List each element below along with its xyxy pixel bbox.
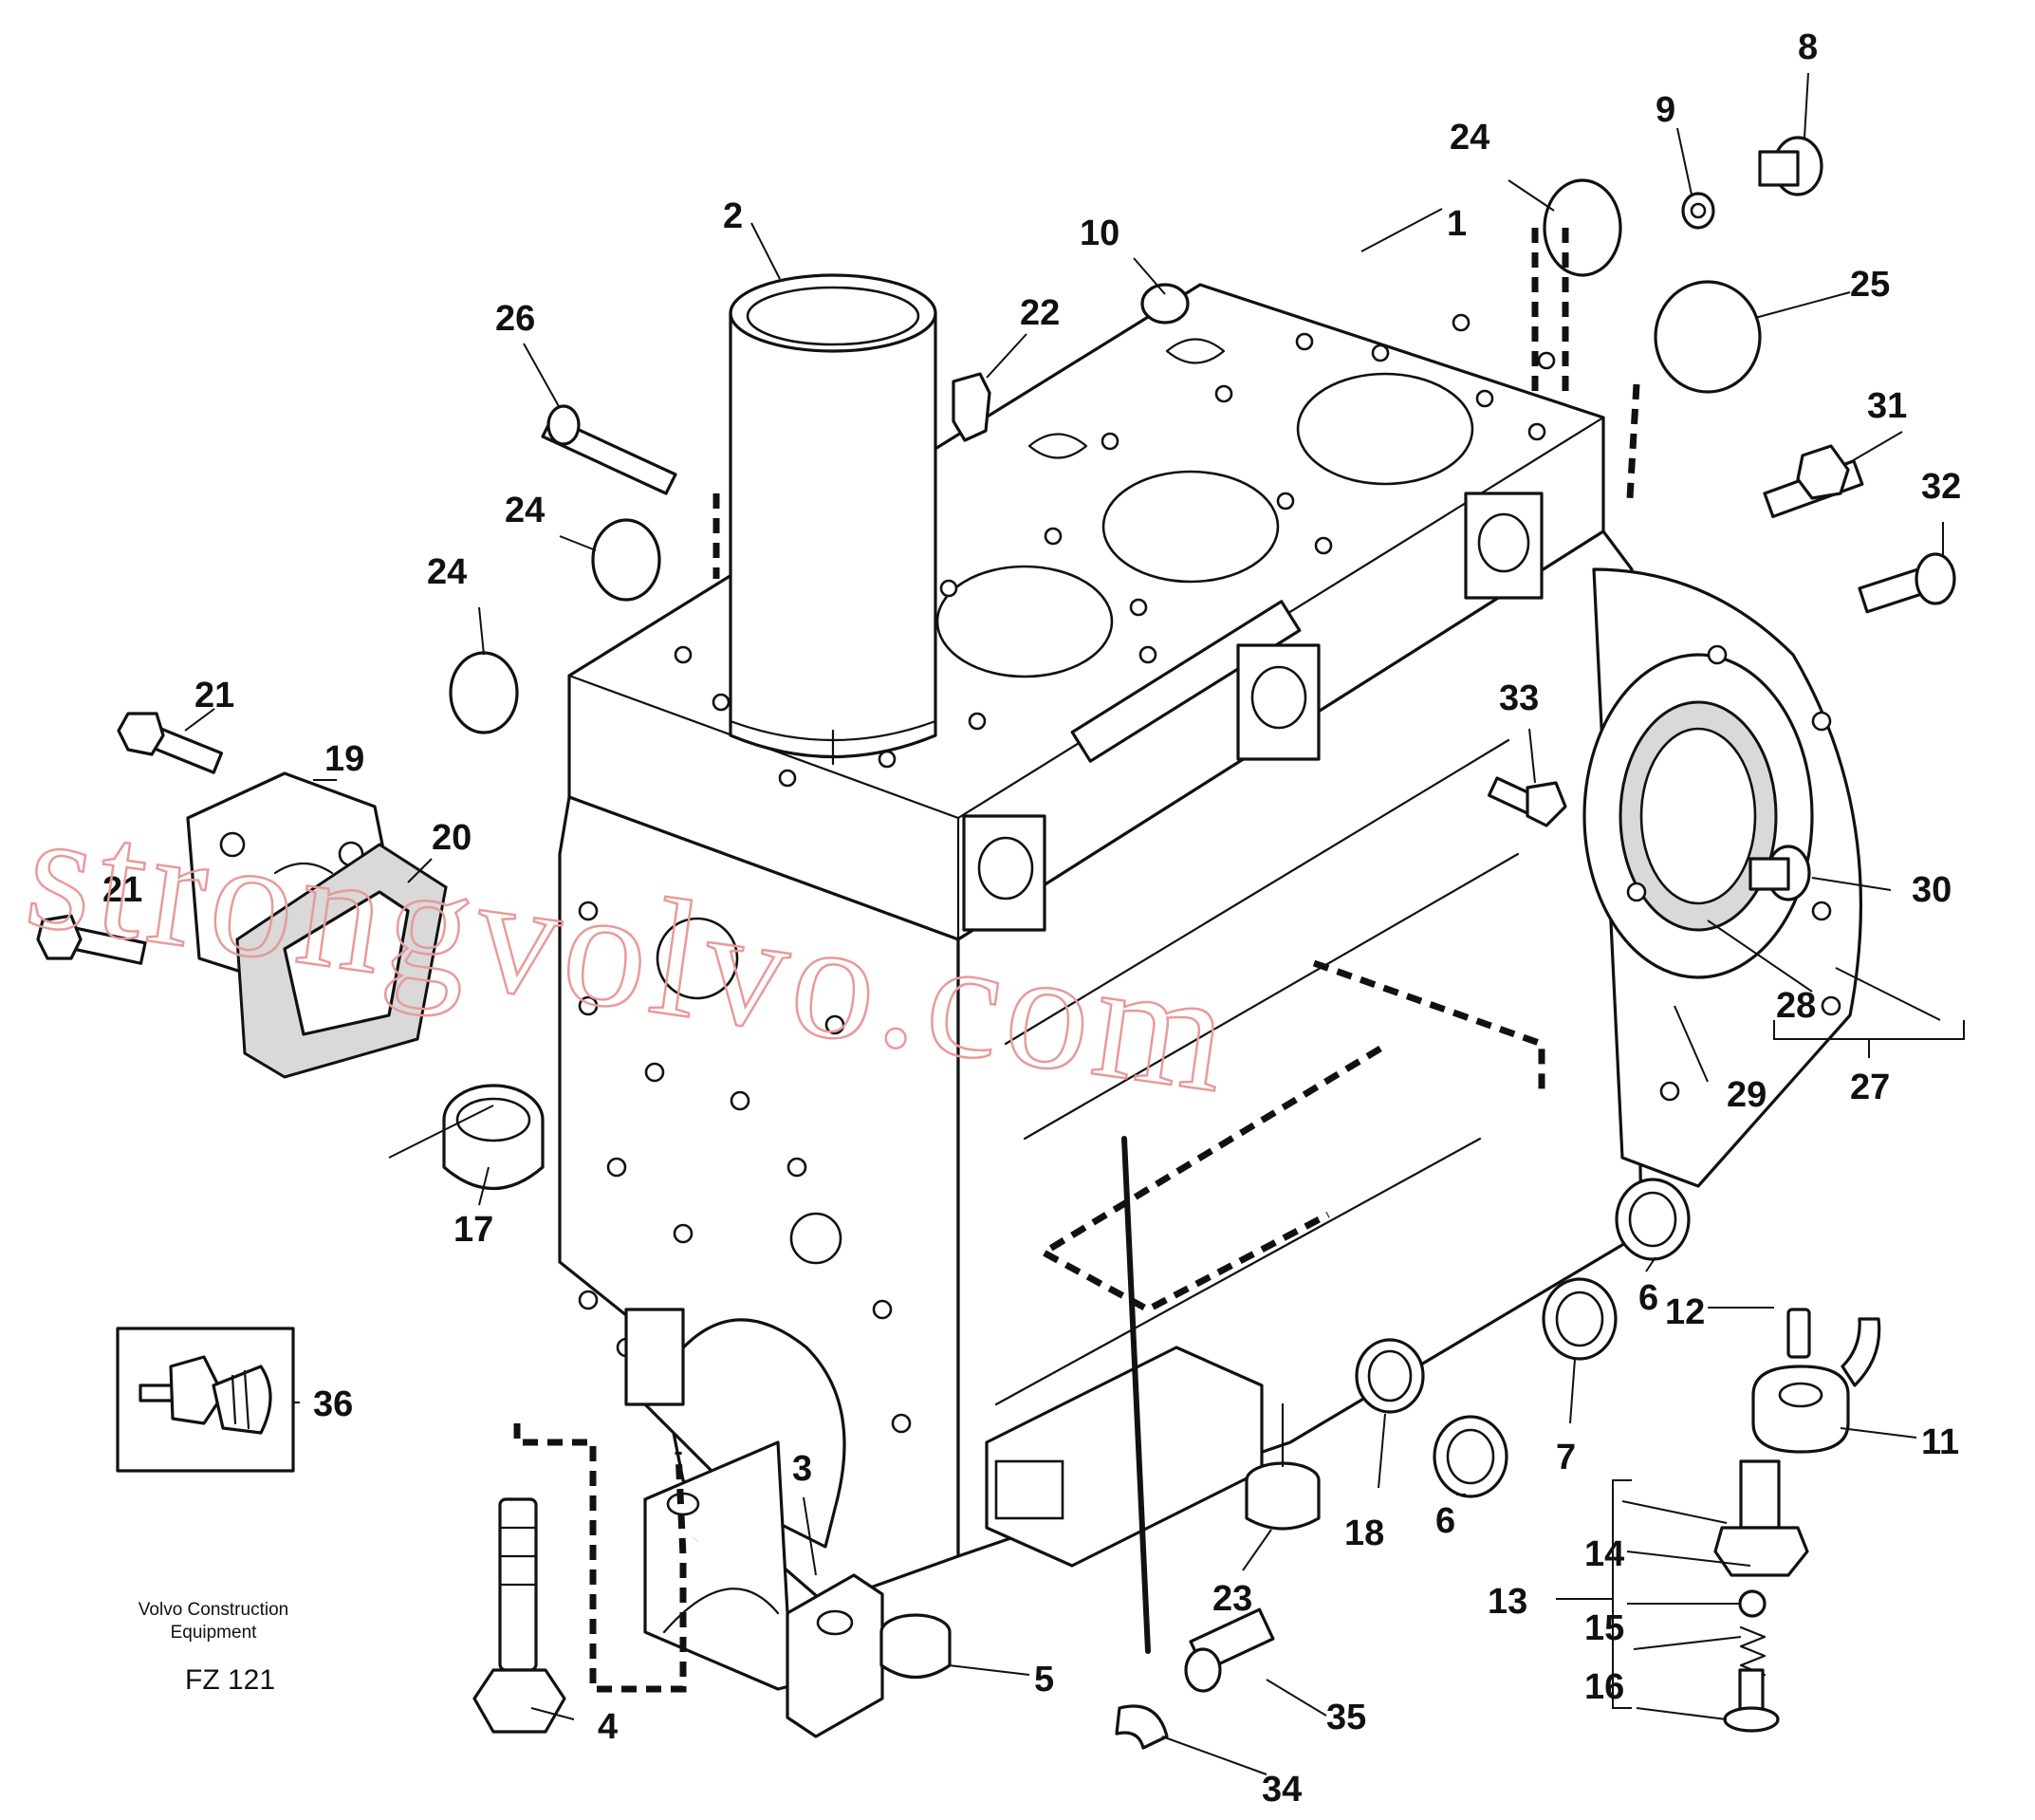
leader-lines <box>184 72 1965 1775</box>
cylinder-liner <box>729 222 937 766</box>
diagram-caption: Volvo Construction Equipment FZ 121 <box>139 1600 288 1696</box>
sensor-35 <box>1184 1607 1275 1693</box>
sleeve-5 <box>879 1613 952 1680</box>
callout-27: 27 <box>1850 1068 1890 1107</box>
elbow-34 <box>1115 1704 1169 1750</box>
part-12 <box>1786 1308 1811 1359</box>
callout-6a: 6 <box>1638 1278 1658 1318</box>
callout-36: 36 <box>313 1384 353 1424</box>
callout-24a: 24 <box>1450 118 1489 158</box>
plug-22 <box>952 372 991 442</box>
bushing-17 <box>442 1084 545 1191</box>
callout-24b: 24 <box>505 491 545 530</box>
callout-12: 12 <box>1665 1292 1705 1332</box>
callout-16: 16 <box>1584 1667 1624 1707</box>
plug-16 <box>1723 1706 1780 1733</box>
callout-9: 9 <box>1656 90 1675 130</box>
callout-1: 1 <box>1447 204 1467 244</box>
callout-24c: 24 <box>427 552 467 592</box>
callout-18: 18 <box>1344 1514 1384 1553</box>
callout-13: 13 <box>1488 1582 1527 1622</box>
callout-4: 4 <box>598 1707 618 1747</box>
callout-25: 25 <box>1850 265 1890 305</box>
callout-11: 11 <box>1921 1422 1959 1462</box>
callout-labels: 1 2 3 4 5 6 6 7 8 9 10 11 12 13 14 15 16… <box>102 28 1961 1810</box>
bolt-31 <box>1763 444 1864 519</box>
callout-31: 31 <box>1867 386 1907 426</box>
callout-17: 17 <box>453 1210 493 1250</box>
plug-23 <box>1245 1402 1321 1531</box>
figure-code: FZ 121 <box>185 1664 275 1696</box>
callout-8: 8 <box>1798 28 1818 67</box>
callout-29: 29 <box>1727 1075 1767 1115</box>
callout-33: 33 <box>1499 678 1539 718</box>
callout-34: 34 <box>1262 1770 1302 1810</box>
ball-14 <box>1738 1589 1767 1618</box>
callout-26: 26 <box>495 299 535 339</box>
pin-30 <box>1748 845 1811 901</box>
callout-23: 23 <box>1212 1579 1252 1619</box>
callout-3: 3 <box>792 1449 812 1489</box>
callout-30: 30 <box>1912 870 1952 910</box>
camshaft-bushings <box>1355 1178 1691 1498</box>
core-plugs <box>449 178 1762 734</box>
callout-32: 32 <box>1921 467 1961 507</box>
rear-seal-housing <box>1582 567 1863 1188</box>
callout-28: 28 <box>1776 986 1816 1026</box>
callout-14: 14 <box>1584 1534 1624 1574</box>
fitting-33 <box>1487 776 1567 827</box>
callout-10: 10 <box>1080 214 1119 253</box>
assembly-dashes <box>712 228 1640 1654</box>
valve-assembly <box>1713 1308 1881 1733</box>
callout-6b: 6 <box>1435 1501 1455 1541</box>
part-11 <box>1751 1365 1850 1454</box>
callout-7: 7 <box>1556 1438 1576 1477</box>
bolt-32 <box>1858 552 1956 614</box>
callout-21a: 21 <box>194 676 234 715</box>
callout-5: 5 <box>1034 1660 1054 1699</box>
caption-line-2: Equipment <box>171 1623 258 1643</box>
callout-2: 2 <box>723 196 743 236</box>
plug-8 <box>1681 136 1823 230</box>
sensor-36-inset <box>116 1327 295 1473</box>
callout-22: 22 <box>1020 293 1060 333</box>
callout-35: 35 <box>1326 1698 1366 1737</box>
gasket-20 <box>235 843 448 1079</box>
callout-21b: 21 <box>102 870 142 910</box>
front-face-holes <box>578 901 912 1434</box>
spring-15 <box>1739 1625 1767 1677</box>
main-bearing-cap <box>643 1440 884 1738</box>
callout-15: 15 <box>1584 1608 1624 1648</box>
callout-20: 20 <box>432 818 472 858</box>
screw-21 <box>36 712 224 965</box>
callout-19: 19 <box>324 739 364 779</box>
plug-10 <box>1140 283 1190 325</box>
stud-26 <box>541 404 677 495</box>
caption-line-1: Volvo Construction <box>139 1600 288 1620</box>
bearing-cap-bolt <box>472 1497 566 1734</box>
